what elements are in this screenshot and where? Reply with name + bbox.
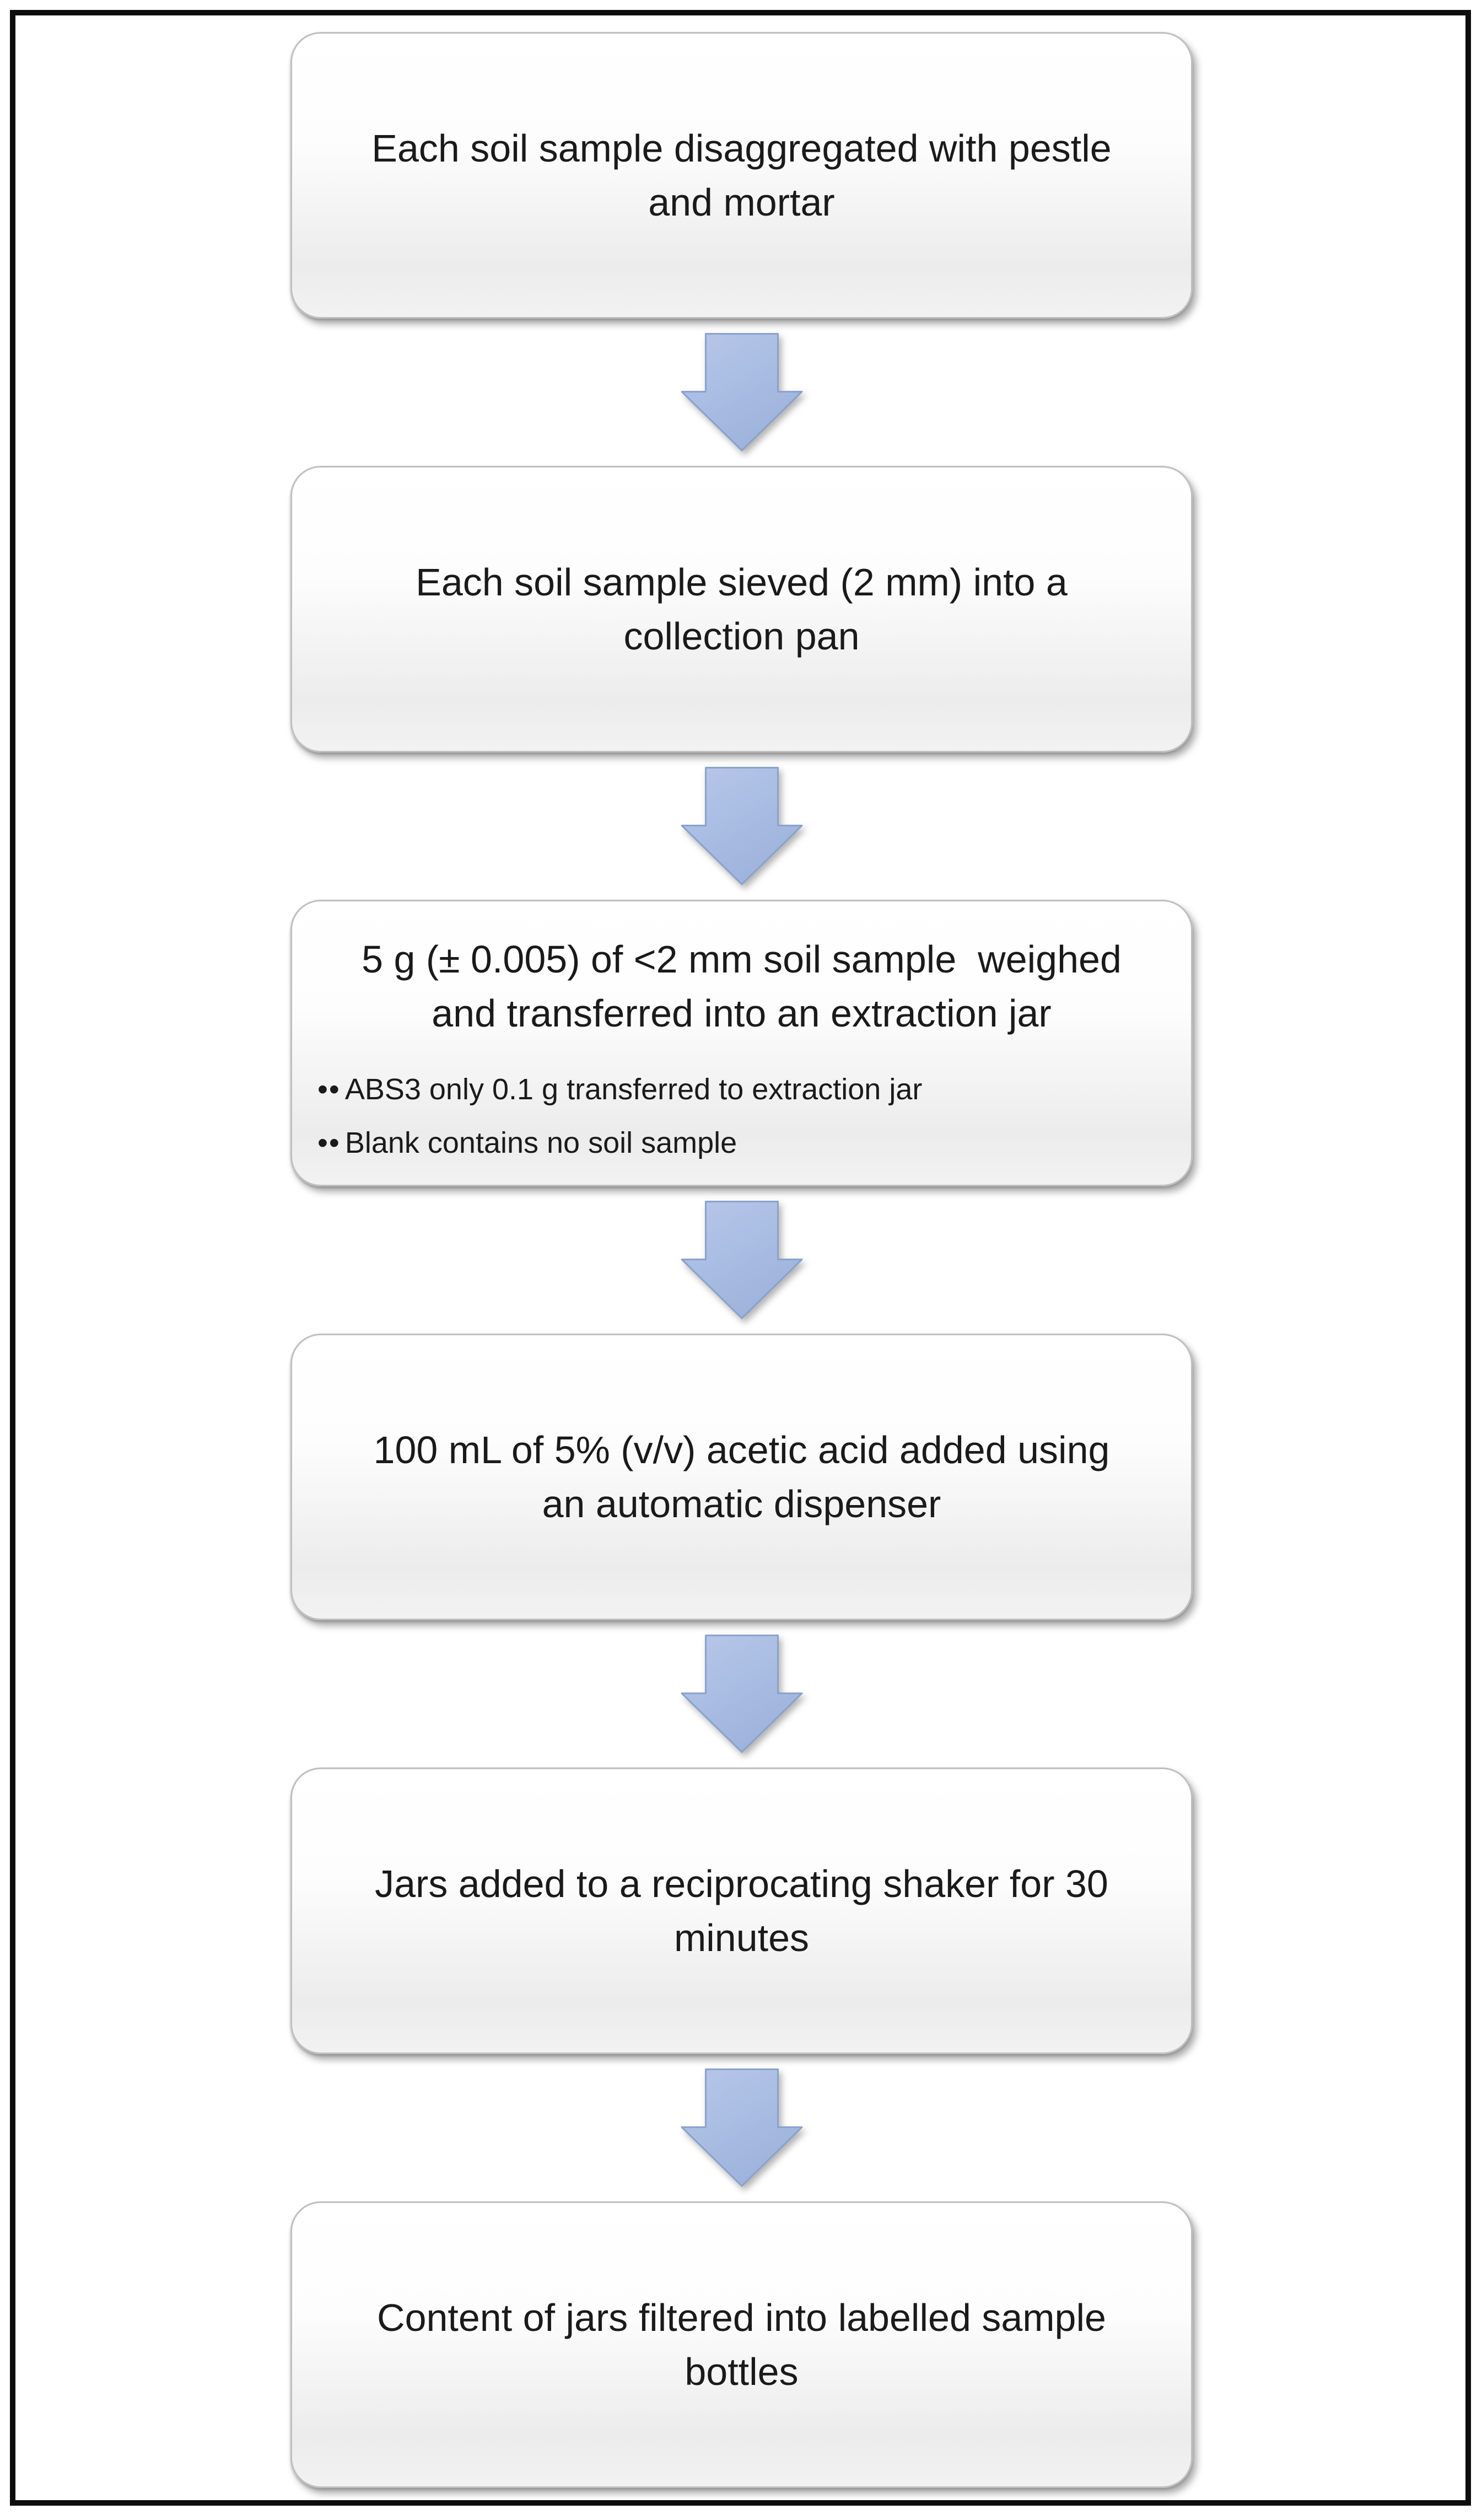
flow-step-5-text: Jars added to a reciprocating shaker for… <box>375 1862 1108 1959</box>
flow-step-4: 100 mL of 5% (v/v) acetic acid added usi… <box>290 1334 1193 1620</box>
flow-step-2-text: Each soil sample sieved (2 mm) into a co… <box>416 561 1068 658</box>
figure-border-frame <box>10 10 1471 2506</box>
bullet-marker: •• <box>317 1073 341 1106</box>
bullet-text: Blank contains no soil sample <box>344 1126 737 1160</box>
connector-4 <box>681 1620 803 1767</box>
bullet-marker: •• <box>317 1126 341 1160</box>
bullet-text: ABS3 only 0.1 g transferred to extractio… <box>344 1073 923 1106</box>
flow-step-4-text: 100 mL of 5% (v/v) acetic acid added usi… <box>373 1428 1110 1525</box>
flow-step-1: Each soil sample disaggregated with pest… <box>290 32 1193 319</box>
flow-step-6-text: Content of jars filtered into labelled s… <box>377 2296 1106 2393</box>
flow-step-1-text: Each soil sample disaggregated with pest… <box>371 127 1112 224</box>
flow-step-3-bullet-list: ••ABS3 only 0.1 g transferred to extract… <box>314 1066 1169 1168</box>
flow-step-3: 5 g (± 0.005) of <2 mm soil sample weigh… <box>290 900 1193 1186</box>
connector-2 <box>681 753 803 900</box>
connector-3 <box>681 1186 803 1334</box>
down-arrow-icon <box>681 2068 802 2187</box>
down-arrow-icon <box>681 1201 802 1319</box>
connector-5 <box>681 2054 803 2201</box>
flow-step-6: Content of jars filtered into labelled s… <box>290 2201 1193 2488</box>
flow-step-3-text: 5 g (± 0.005) of <2 mm soil sample weigh… <box>362 938 1122 1035</box>
down-arrow-icon <box>681 333 802 452</box>
down-arrow-icon <box>681 1635 802 1753</box>
flow-step-5: Jars added to a reciprocating shaker for… <box>290 1767 1193 2054</box>
down-arrow-icon <box>681 767 802 885</box>
flow-step-2: Each soil sample sieved (2 mm) into a co… <box>290 466 1193 753</box>
bullet-item: ••ABS3 only 0.1 g transferred to extract… <box>317 1066 1169 1114</box>
bullet-item: ••Blank contains no soil sample <box>317 1119 1169 1167</box>
flowchart: Each soil sample disaggregated with pest… <box>290 32 1193 2488</box>
connector-1 <box>681 319 803 466</box>
